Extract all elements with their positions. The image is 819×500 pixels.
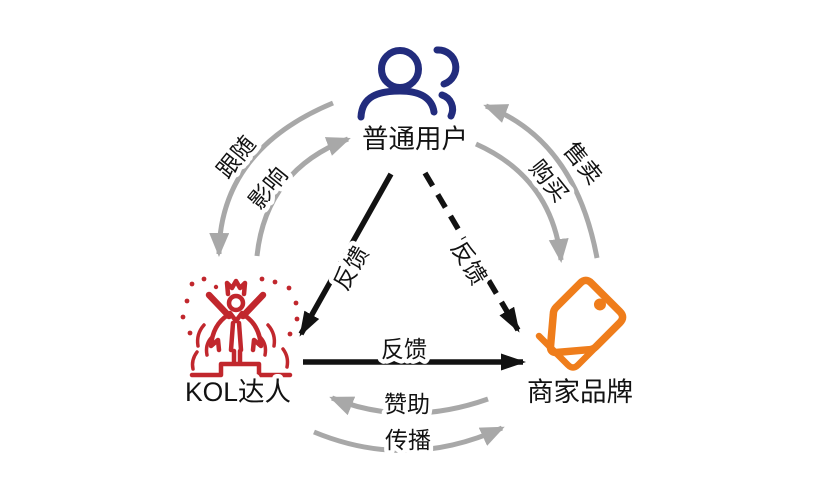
edge-label-feedback-users-brand: 反馈 (446, 237, 492, 290)
kol-body-right (236, 320, 244, 353)
node-label-ordinary-users: 普通用户 (362, 124, 468, 154)
kol-podium (189, 361, 293, 378)
users-icon-back-head (433, 46, 460, 88)
price-tag-echo-line (535, 327, 616, 371)
kol-left-arm (205, 291, 233, 320)
edge-label-spread: 传播 (385, 427, 431, 453)
users-icon-back-shoulder (438, 91, 457, 120)
edge-buy-arrow (474, 141, 569, 263)
users-icon (357, 46, 460, 121)
edge-label-feedback-kol-brand: 反馈 (381, 336, 427, 362)
kol-body-left (228, 320, 236, 353)
feedback-edges (298, 171, 526, 371)
edge-spread-arrow (313, 425, 505, 454)
kol-cape-right (241, 312, 264, 353)
edge-follow-arrow (209, 100, 334, 257)
curved-edges (209, 100, 600, 454)
edge-feedback-users-brand-dashed-arrow (422, 171, 521, 333)
kol-collar (227, 310, 245, 324)
kol-confetti (180, 276, 300, 371)
edge-sell-arrow (483, 103, 600, 259)
kol-celebrity-icon (180, 276, 300, 378)
price-tag-hole (593, 298, 606, 311)
kol-cape-left (208, 312, 231, 353)
users-icon-head (378, 47, 422, 91)
node-label-brand: 商家品牌 (527, 377, 633, 407)
node-label-kol: KOL达人 (185, 377, 291, 407)
edge-label-sponsor: 赞助 (384, 391, 430, 417)
kol-crown (224, 278, 248, 297)
kol-head (226, 293, 246, 313)
kol-right-arm (239, 291, 267, 320)
edge-label-influence: 影响 (243, 162, 292, 214)
edge-sponsor-arrow (329, 395, 489, 416)
users-icon-shoulders (357, 87, 438, 121)
edge-feedback-users-kol-arrow (298, 172, 394, 337)
edge-label-feedback-users-kol: 反馈 (328, 242, 374, 295)
edge-influence-arrow (254, 136, 351, 257)
price-tag-icon (535, 276, 627, 371)
price-tag-body (546, 276, 627, 357)
